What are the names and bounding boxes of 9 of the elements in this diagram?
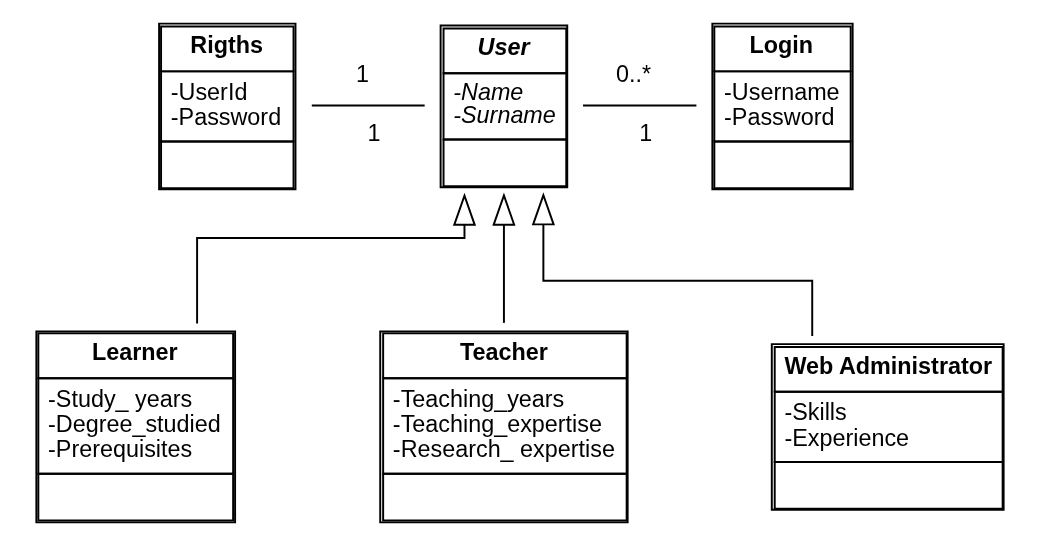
arrow: [195, 192, 476, 325]
label: 0..*: [615, 61, 651, 88]
label: 1: [367, 119, 381, 146]
arrow: [491, 192, 516, 324]
arrow: [531, 192, 813, 337]
label: 1: [638, 119, 652, 146]
connector: [581, 104, 697, 107]
connector: [310, 104, 426, 107]
label: 1: [355, 61, 369, 88]
